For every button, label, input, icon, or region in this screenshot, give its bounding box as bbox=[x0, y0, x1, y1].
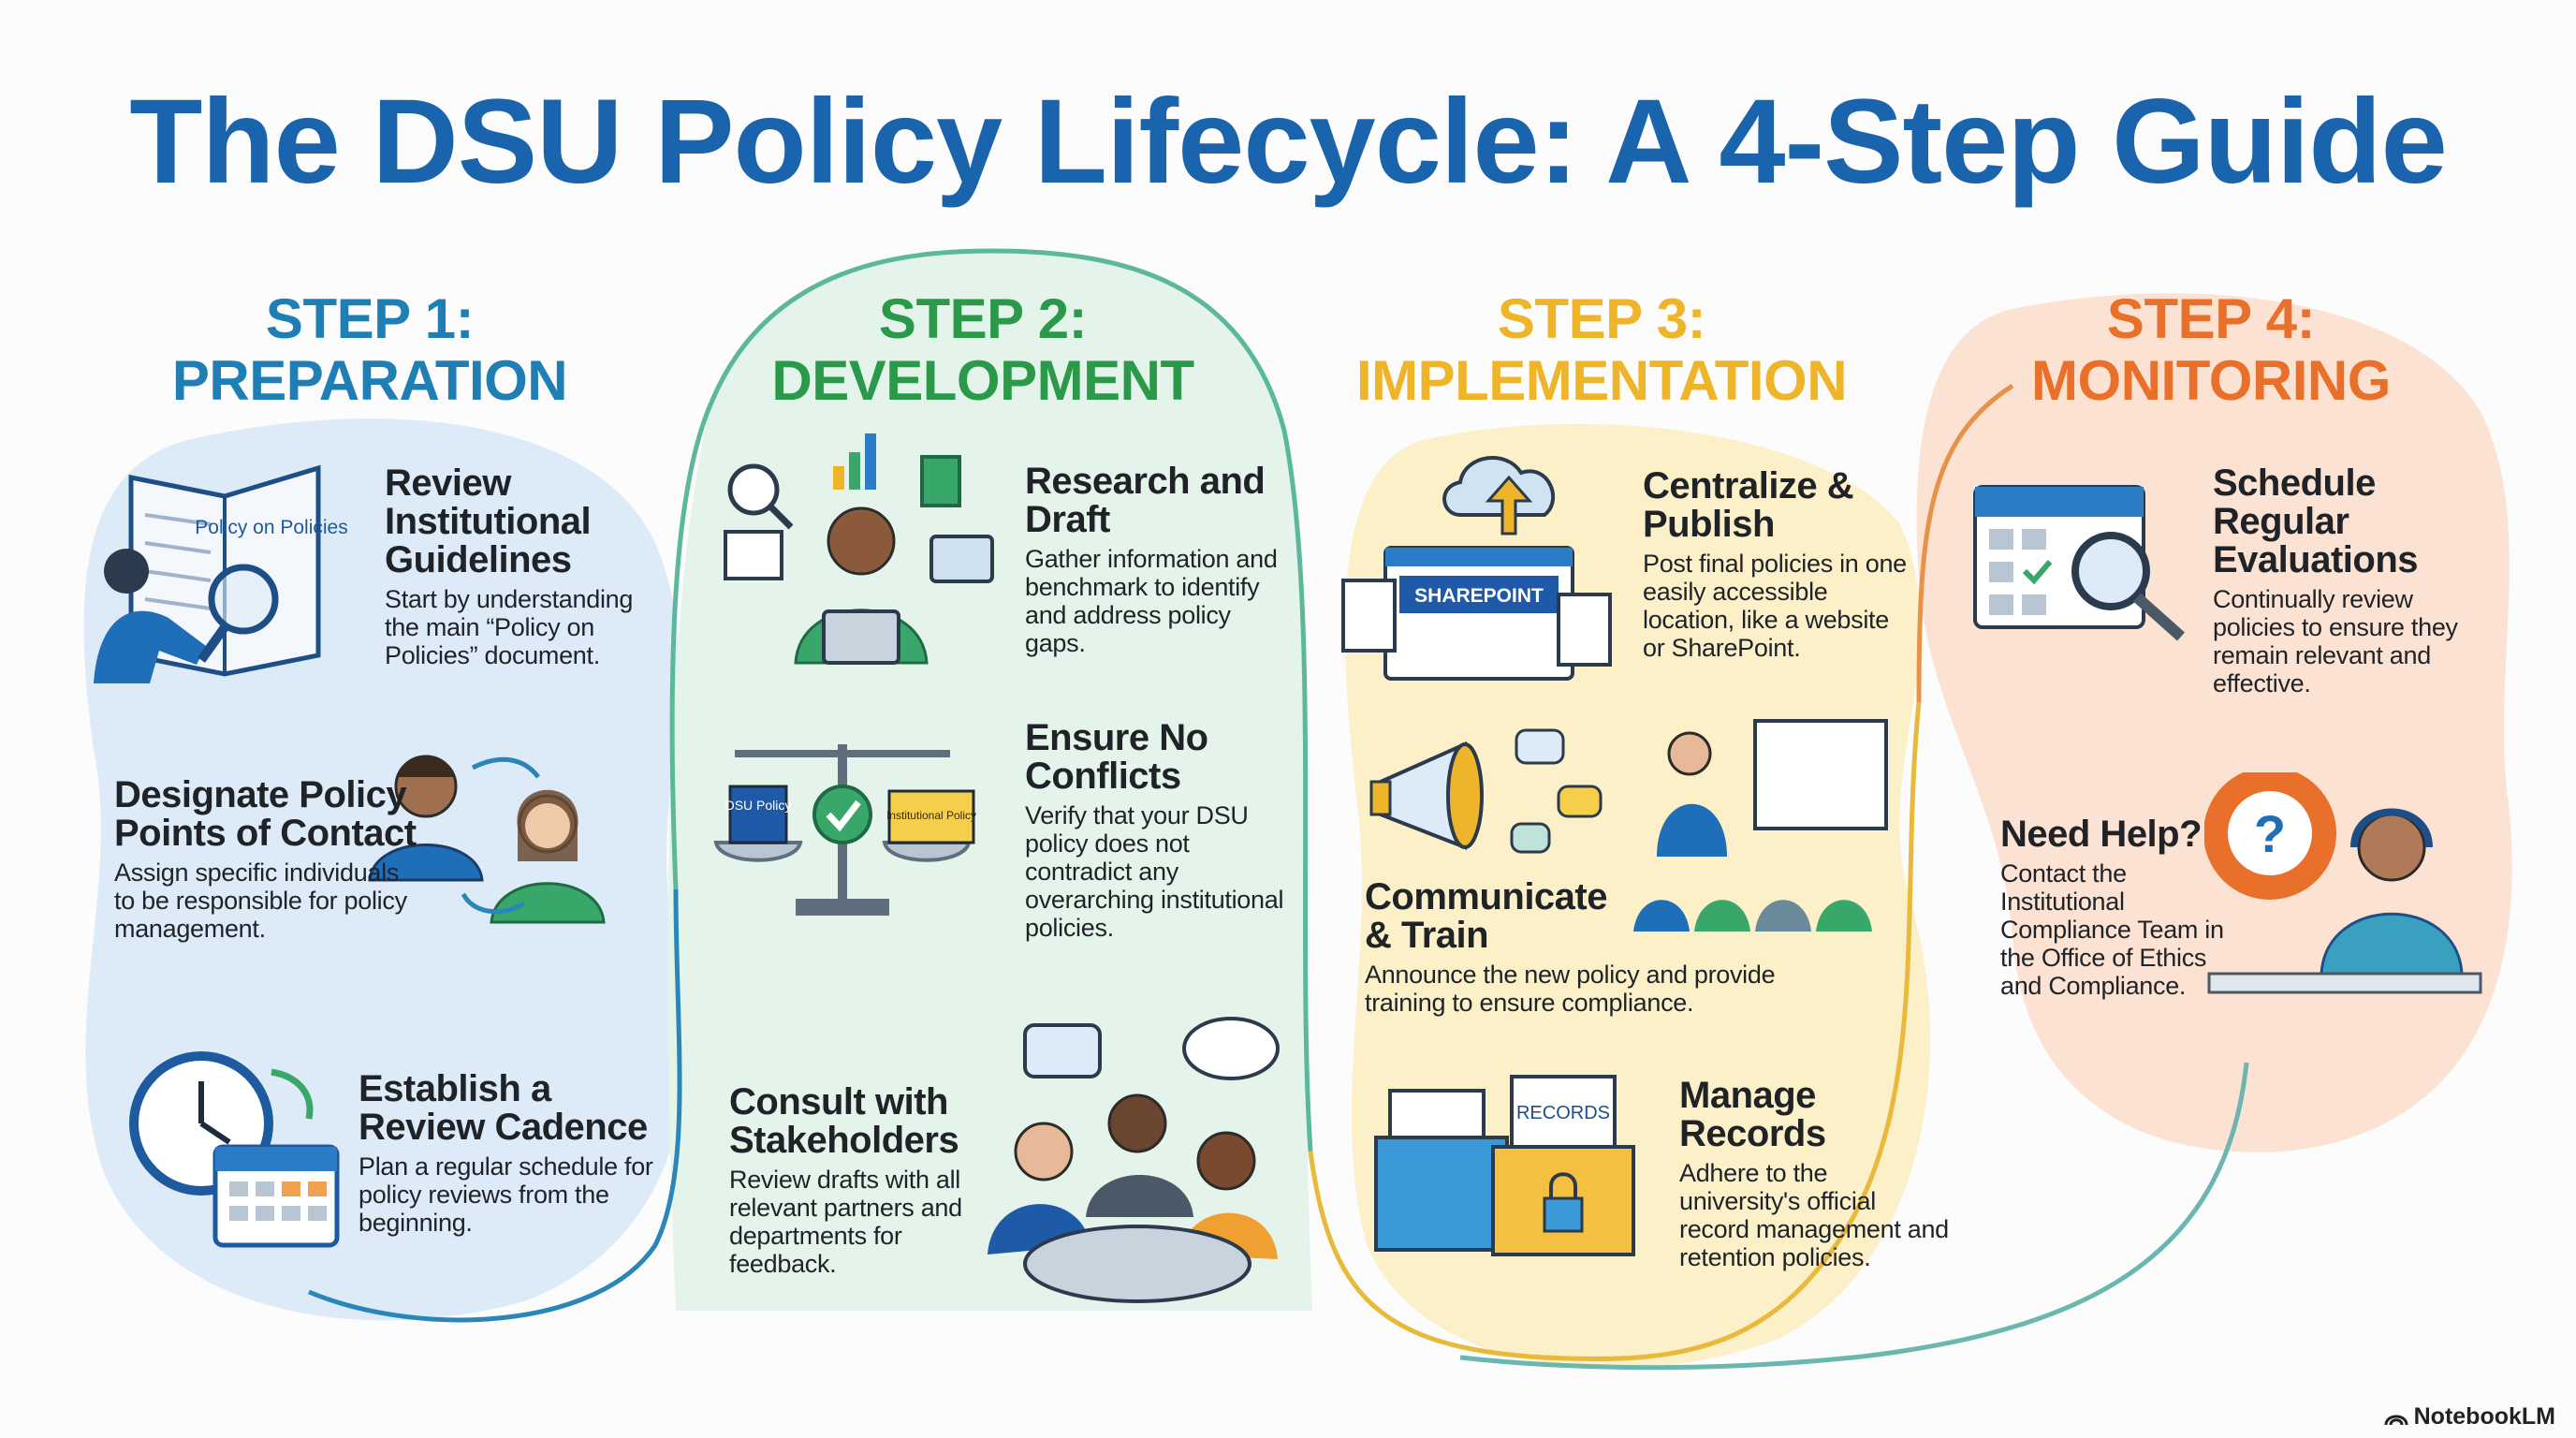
item-title: Centralize & Publish bbox=[1643, 465, 1854, 545]
page-title: The DSU Policy Lifecycle: A 4-Step Guide bbox=[129, 75, 2448, 209]
step2-name: DEVELOPMENT bbox=[771, 349, 1194, 412]
item-schedule-evaluations: Schedule Regular Evaluations Continually… bbox=[2213, 462, 2494, 698]
step2-label: STEP 2: bbox=[878, 287, 1088, 350]
item-title: Ensure No Conflicts bbox=[1025, 717, 1208, 797]
step1-label: STEP 1: bbox=[265, 287, 475, 350]
item-title: Consult with Stakeholders bbox=[729, 1081, 959, 1161]
calendar-search-icon bbox=[1973, 485, 2185, 641]
item-desc: Adhere to the university's official reco… bbox=[1679, 1159, 1949, 1271]
dsu-policy-book-text: DSU Policy bbox=[725, 798, 792, 813]
item-title: Establish a Review Cadence bbox=[359, 1068, 648, 1148]
clock-calendar-icon bbox=[129, 1051, 340, 1248]
item-designate-contacts: Designate Policy Points of Contact Assig… bbox=[114, 774, 423, 944]
item-need-help: Need Help? Contact the Institutional Com… bbox=[2000, 814, 2244, 1001]
item-title: Research and Draft bbox=[1025, 461, 1266, 540]
item-desc: Post final policies in one easily access… bbox=[1643, 550, 1907, 662]
balance-scale-icon: DSU Policy Institutional Policy bbox=[713, 744, 976, 916]
flow-line-orange bbox=[1916, 383, 2014, 703]
step3-header: STEP 3:IMPLEMENTATION bbox=[1274, 288, 1929, 412]
item-desc: Continually review policies to ensure th… bbox=[2213, 585, 2458, 697]
step4-header: STEP 4:MONITORING bbox=[1883, 288, 2539, 412]
step1-name: PREPARATION bbox=[171, 349, 568, 412]
step1-header: STEP 1:PREPARATION bbox=[42, 288, 697, 412]
cloud-upload-icon: SHAREPOINT bbox=[1341, 456, 1612, 681]
item-centralize-publish: Centralize & Publish Post final policies… bbox=[1643, 465, 1914, 663]
book-magnifier-icon: Policy on Policies bbox=[94, 464, 348, 683]
step3-label: STEP 3: bbox=[1497, 287, 1706, 350]
help-desk-icon: ? bbox=[2204, 772, 2482, 994]
item-desc: Review drafts with all relevant partners… bbox=[729, 1166, 962, 1278]
step4-blob bbox=[1916, 293, 2512, 1152]
item-review-guidelines: Review Institutional Guidelines Start by… bbox=[385, 462, 666, 670]
item-desc: Announce the new policy and provide trai… bbox=[1365, 961, 1776, 1017]
notebooklm-logo-icon bbox=[2384, 1415, 2408, 1425]
item-desc: Gather information and benchmark to iden… bbox=[1025, 545, 1278, 657]
book-cover-text: Policy on Policies bbox=[195, 517, 347, 538]
flow-line-teal bbox=[1459, 1062, 2249, 1371]
sharepoint-text: SHAREPOINT bbox=[1414, 585, 1544, 607]
svg-text:?: ? bbox=[2254, 804, 2286, 863]
records-folder-icon: RECORDS bbox=[1374, 1075, 1635, 1256]
item-desc: Plan a regular schedule for policy revie… bbox=[359, 1152, 653, 1237]
item-desc: Contact the Institutional Compliance Tea… bbox=[2000, 859, 2224, 1000]
contacts-icon bbox=[368, 755, 606, 924]
step3-name: IMPLEMENTATION bbox=[1355, 349, 1848, 412]
flow-line-blue bbox=[308, 888, 682, 1323]
item-title: Communicate & Train bbox=[1365, 876, 1608, 956]
item-communicate-train: Communicate & Train Announce the new pol… bbox=[1365, 876, 1805, 1018]
researcher-laptop-icon bbox=[724, 433, 994, 665]
notebooklm-watermark: NotebookLM bbox=[2384, 1403, 2555, 1431]
item-title: Manage Records bbox=[1679, 1075, 1826, 1154]
institutional-policy-book-text: Institutional Policy bbox=[886, 809, 976, 822]
records-label-text: RECORDS bbox=[1516, 1103, 1610, 1123]
meeting-icon bbox=[988, 1017, 1280, 1303]
watermark-text: NotebookLM bbox=[2413, 1403, 2555, 1430]
item-research-draft: Research and Draft Gather information an… bbox=[1025, 461, 1296, 658]
item-desc: Start by understanding the main “Policy … bbox=[385, 585, 634, 669]
item-ensure-no-conflicts: Ensure No Conflicts Verify that your DSU… bbox=[1025, 717, 1296, 943]
item-title: Need Help? bbox=[2000, 814, 2203, 855]
item-manage-records: Manage Records Adhere to the university'… bbox=[1679, 1075, 1951, 1272]
step2-header: STEP 2:DEVELOPMENT bbox=[655, 288, 1310, 412]
step2-blob bbox=[667, 251, 1312, 1311]
item-title: Designate Policy Points of Contact bbox=[114, 774, 417, 854]
item-title: Schedule Regular Evaluations bbox=[2213, 462, 2419, 580]
megaphone-presenter-icon bbox=[1369, 719, 1888, 932]
step4-label: STEP 4: bbox=[2106, 287, 2316, 350]
item-title: Review Institutional Guidelines bbox=[385, 462, 592, 580]
item-desc: Assign specific individuals to be respon… bbox=[114, 858, 407, 943]
flow-line-yellow bbox=[1308, 701, 1922, 1362]
item-consult-stakeholders: Consult with Stakeholders Review drafts … bbox=[729, 1081, 982, 1279]
item-desc: Verify that your DSU policy does not con… bbox=[1025, 801, 1284, 942]
item-review-cadence: Establish a Review Cadence Plan a regula… bbox=[359, 1068, 658, 1238]
step4-name: MONITORING bbox=[2031, 349, 2391, 412]
flow-line-green bbox=[669, 248, 1313, 1152]
